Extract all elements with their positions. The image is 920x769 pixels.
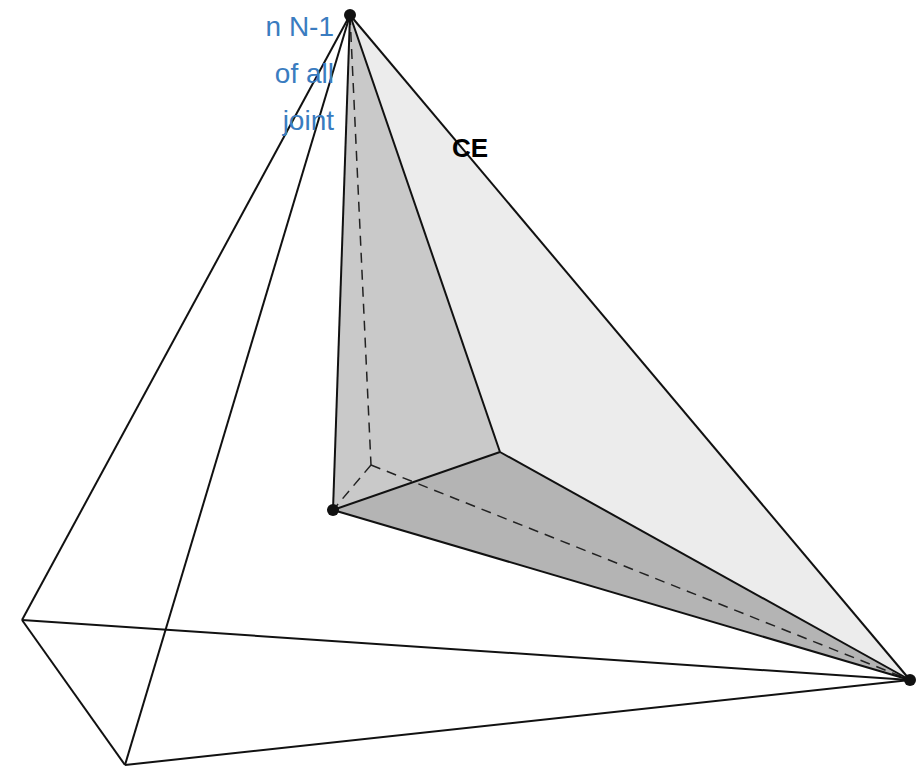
outer-simplex — [22, 15, 910, 765]
note-text: of all — [275, 58, 334, 90]
inner-edges — [333, 15, 910, 680]
hidden-edges — [333, 15, 910, 680]
vertex-dots — [327, 9, 916, 686]
region-label: CE — [452, 133, 488, 164]
note-text: n N-1 — [266, 11, 334, 43]
note-text: joint — [283, 105, 334, 137]
inner-face-bottom — [333, 452, 910, 680]
